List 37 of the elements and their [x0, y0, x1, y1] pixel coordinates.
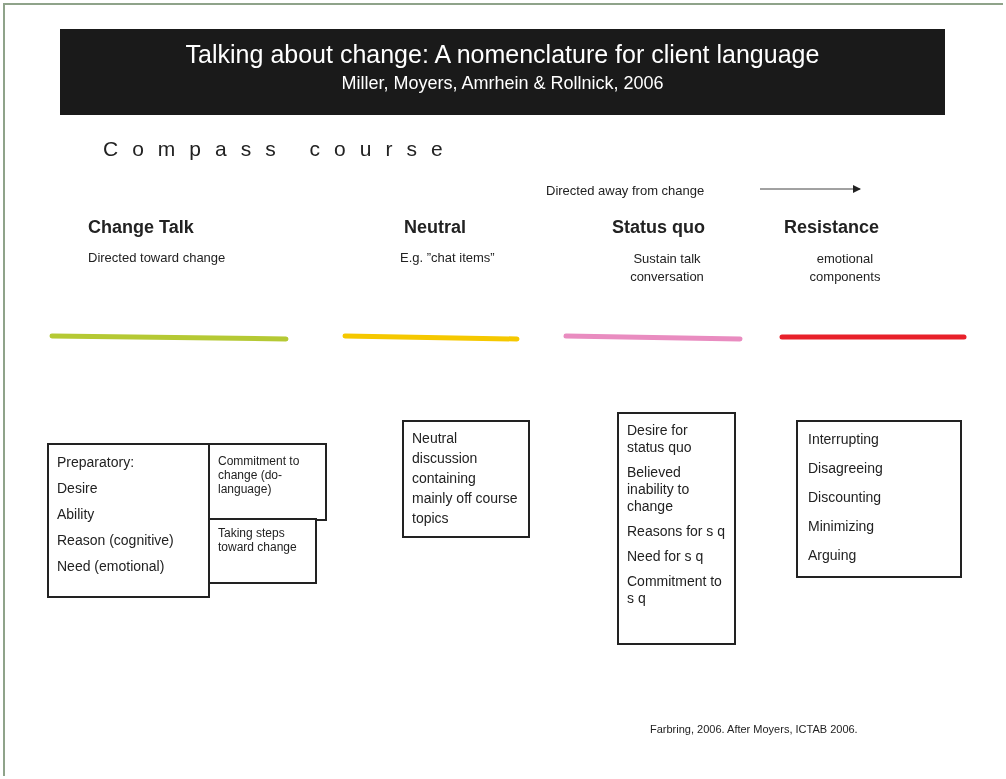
column-subheading: Sustain talk conversation [629, 250, 705, 286]
section-heading: Compass course [103, 137, 457, 161]
column-heading: Resistance [784, 217, 880, 238]
list-item: Arguing [808, 547, 858, 564]
list-item: Desire for status quo [627, 422, 693, 456]
column-subheading: Directed toward change [88, 250, 226, 265]
list-item: Commitment to s q [627, 573, 723, 607]
list-item: Reason (cognitive) [57, 532, 175, 549]
title: Talking about change: A nomenclature for client language [184, 40, 821, 69]
list-item: Neutral discussion containing mainly off course topics [412, 429, 519, 528]
column-heading: Change Talk [88, 217, 194, 238]
source-note: Farbring, 2006. After Moyers, ICTAB 2006. [650, 722, 859, 737]
list-item: Taking steps toward change [218, 526, 298, 554]
column-subheading: emotional components [808, 250, 882, 286]
list-item: Commitment to change (do-language) [218, 454, 301, 496]
column-heading: Neutral [404, 217, 466, 238]
direction-label: Directed away from change [546, 183, 705, 198]
list-item: Need for s q [627, 548, 705, 565]
list-item: Interrupting [808, 431, 880, 448]
list-item: Need (emotional) [57, 558, 166, 575]
list-item: Preparatory: [57, 454, 136, 471]
list-item: Disagreeing [808, 460, 884, 477]
list-box [208, 518, 317, 584]
list-item: Ability [57, 506, 96, 523]
column-subheading: E.g. ”chat items” [400, 250, 495, 265]
text-box [402, 420, 530, 538]
list-item: Discounting [808, 489, 883, 506]
list-box [47, 443, 210, 598]
list-item: Desire [57, 480, 99, 497]
list-box [208, 443, 327, 521]
column-heading: Status quo [612, 217, 705, 238]
subtitle: Miller, Moyers, Amrhein & Rollnick, 2006 [340, 73, 665, 94]
list-item: Minimizing [808, 518, 876, 535]
list-box [796, 420, 962, 578]
list-item: Believed inability to change [627, 464, 691, 515]
list-item: Reasons for s q [627, 523, 726, 540]
list-box [617, 412, 736, 645]
